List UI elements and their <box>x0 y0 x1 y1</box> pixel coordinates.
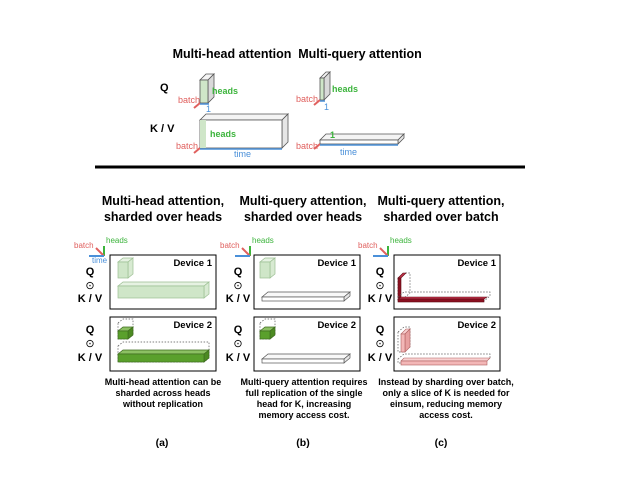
mqa-kv-batch: batch <box>296 141 318 151</box>
c-d2-q: Q <box>376 324 385 336</box>
c-d1-kv: K / V <box>368 293 393 305</box>
panel-c-device-2-label: Device 2 <box>457 320 496 331</box>
mha-kv-heads: heads <box>210 129 236 139</box>
mha-q-batch: batch <box>178 95 200 105</box>
panel-b-caption-1: Multi-query attention requires <box>240 377 367 387</box>
panel-a-device-1: Device 1 <box>109 254 217 310</box>
a-d1-dot: ⊙ <box>85 280 94 292</box>
panel-a-caption-2: sharded across heads <box>115 388 210 398</box>
panel-c-caption-2: only a slice of K is needed for <box>382 388 510 398</box>
legend-a-heads: heads <box>106 236 128 245</box>
panel-c-device-2: Device 2 <box>393 316 501 372</box>
mha-title: Multi-head attention <box>173 47 292 61</box>
a-d2-kv: K / V <box>78 352 103 364</box>
mha-q-label: Q <box>160 82 169 94</box>
c-d2-dot: ⊙ <box>375 338 384 350</box>
b-d1-dot: ⊙ <box>233 280 242 292</box>
mqa-q-one: 1 <box>324 102 329 112</box>
a-d1-kv: K / V <box>78 293 103 305</box>
row-labels-c: Q ⊙ K / V Q ⊙ K / V <box>368 266 393 364</box>
c-d1-dot: ⊙ <box>375 280 384 292</box>
legend-c-heads: heads <box>390 236 412 245</box>
panel-b-device-1: Device 1 <box>253 254 361 310</box>
panel-c-letter: (c) <box>435 437 448 449</box>
panel-c-caption-4: access cost. <box>419 410 473 420</box>
c-d2-kv: K / V <box>368 352 393 364</box>
mha-kv-label: K / V <box>150 123 175 135</box>
mqa-title: Multi-query attention <box>298 47 422 61</box>
b-d1-q: Q <box>234 266 243 278</box>
panel-a-caption-3: without replication <box>122 399 203 409</box>
mha-q-block: Q batch heads 1 <box>160 73 238 114</box>
b-d1-kv: K / V <box>226 293 251 305</box>
b-d2-kv: K / V <box>226 352 251 364</box>
panel-b-device-2: Device 2 <box>253 316 361 372</box>
panel-a-caption: Multi-head attention can be sharded acro… <box>105 377 222 409</box>
b-d2-q: Q <box>234 324 243 336</box>
panel-a-title-1: Multi-head attention, <box>102 194 224 208</box>
panel-b-caption-3: head for K, increasing <box>257 399 352 409</box>
mqa-kv-one: 1 <box>330 130 335 140</box>
panel-a-letter: (a) <box>156 437 169 449</box>
panel-a-device-2: Device 2 <box>109 316 217 372</box>
panel-b-letter: (b) <box>296 437 309 449</box>
panel-a-device-1-label: Device 1 <box>173 258 212 269</box>
legend-c-batch: batch <box>358 241 378 250</box>
panel-b-title-1: Multi-query attention, <box>239 194 366 208</box>
panel-c-title-2: sharded over batch <box>383 210 498 224</box>
panel-a-caption-1: Multi-head attention can be <box>105 377 222 387</box>
mqa-q-batch: batch <box>296 94 318 104</box>
panel-b-caption-2: full replication of the single <box>245 388 362 398</box>
a-d2-q: Q <box>86 324 95 336</box>
legend-b-batch: batch <box>220 241 240 250</box>
mha-kv-block: K / V batch heads time <box>150 113 289 159</box>
row-labels-a: Q ⊙ K / V Q ⊙ K / V <box>78 266 103 364</box>
c-d1-q: Q <box>376 266 385 278</box>
legend-b-heads: heads <box>252 236 274 245</box>
panel-c-title-1: Multi-query attention, <box>377 194 504 208</box>
axes-legend-a: batch heads time <box>74 236 128 265</box>
panel-b-caption: Multi-query attention requires full repl… <box>240 377 367 420</box>
mqa-kv-block: batch 1 time <box>296 130 405 157</box>
axes-legend-c: batch heads <box>358 236 412 257</box>
panel-a-device-2-label: Device 2 <box>173 320 212 331</box>
legend-a-batch: batch <box>74 241 94 250</box>
panel-b-device-2-label: Device 2 <box>317 320 356 331</box>
panel-c-device-1: Device 1 <box>393 254 501 310</box>
panel-c-device-1-label: Device 1 <box>457 258 496 269</box>
panel-b-title-2: sharded over heads <box>244 210 362 224</box>
row-labels-b: Q ⊙ K / V Q ⊙ K / V <box>226 266 251 364</box>
panel-c-caption-1: Instead by sharding over batch, <box>378 377 514 387</box>
mqa-kv-time: time <box>340 147 357 157</box>
panel-c-caption-3: einsum, reducing memory <box>390 399 502 409</box>
mha-q-one: 1 <box>206 104 211 114</box>
axes-legend-b: batch heads <box>220 236 274 257</box>
mha-kv-time: time <box>234 149 251 159</box>
mha-q-heads: heads <box>212 86 238 96</box>
b-d2-dot: ⊙ <box>233 338 242 350</box>
a-d1-q: Q <box>86 266 95 278</box>
mqa-q-heads: heads <box>332 84 358 94</box>
mha-kv-batch: batch <box>176 141 198 151</box>
mqa-q-block: batch heads 1 <box>296 71 358 112</box>
panel-b-device-1-label: Device 1 <box>317 258 356 269</box>
a-d2-dot: ⊙ <box>85 338 94 350</box>
panel-c-caption: Instead by sharding over batch, only a s… <box>378 377 514 420</box>
panel-b-caption-4: memory access cost. <box>258 410 349 420</box>
legend-a-time: time <box>92 256 108 265</box>
panel-a-title-2: sharded over heads <box>104 210 222 224</box>
